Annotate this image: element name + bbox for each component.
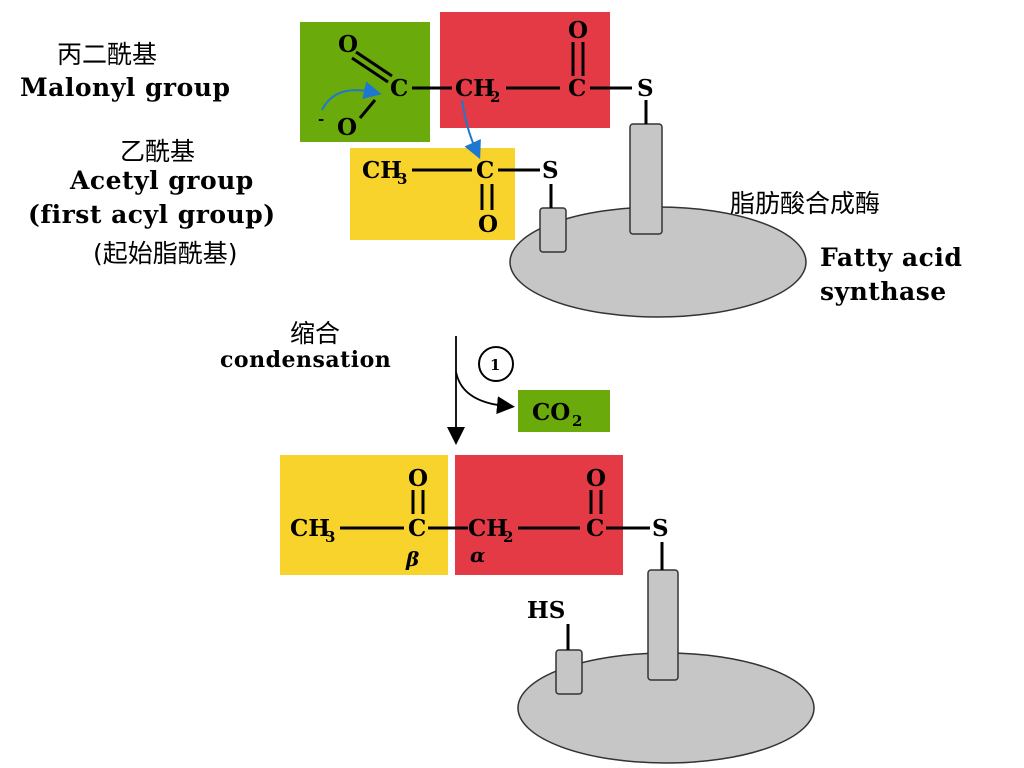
synthase-label-en-line1: Fatty acid <box>820 243 963 272</box>
free-thiol-hs: HS <box>527 597 565 624</box>
product-beta-carbon: C <box>408 515 426 542</box>
product-malonyl-box <box>455 455 623 575</box>
malonyl-oxygen-anion: O <box>337 114 357 141</box>
acetyl-carbon: C <box>476 157 494 184</box>
product-ch3: CH <box>290 515 330 542</box>
product-ch2-sub: 2 <box>503 528 513 546</box>
malonyl-carbon-3: C <box>568 75 586 102</box>
malonyl-ch2-sub: 2 <box>490 88 500 106</box>
malonyl-sulfur: S <box>637 75 654 102</box>
beta-label: β <box>405 547 419 571</box>
product-oxygen-thioester: O <box>586 465 606 492</box>
acetyl-sulfur: S <box>542 157 559 184</box>
malonyl-oxygen-2: O <box>568 17 588 44</box>
acetyl-structure: CH 3 C O S <box>362 157 559 238</box>
product-thioester-carbon: C <box>586 515 604 542</box>
acetyl-box <box>350 148 515 240</box>
product-sulfur: S <box>652 515 669 542</box>
alpha-label: α <box>470 543 485 567</box>
acetyl-ch3: CH <box>362 157 402 184</box>
fatty-acid-synthase-enzyme-top <box>509 123 807 318</box>
malonyl-ch2: CH <box>455 75 495 102</box>
first-acyl-label-en: (first acyl group) <box>28 200 276 229</box>
synthase-label-zh: 脂肪酸合成酶 <box>730 189 881 218</box>
malonyl-carbon-1: C <box>390 75 408 102</box>
malonyl-oxygen-top: O <box>338 31 358 58</box>
synthase-label-en-line2: synthase <box>820 277 947 306</box>
product-oxygen-beta: O <box>408 465 428 492</box>
acetyl-label-en: Acetyl group <box>70 166 254 195</box>
co2-sub: 2 <box>572 412 582 430</box>
co2-label: CO <box>532 399 570 426</box>
acetyl-label-zh: 乙酰基 <box>120 137 196 166</box>
electron-push-arrow-1 <box>321 81 382 111</box>
product-ch3-sub: 3 <box>325 528 335 546</box>
step-number: 1 <box>490 356 500 374</box>
condensation-arrow: 1 <box>447 336 515 445</box>
product-acetyl-box <box>280 455 448 575</box>
negative-charge: - <box>318 110 324 128</box>
condensation-label-zh: 缩合 <box>290 319 341 348</box>
fatty-acid-synthase-enzyme-bottom <box>517 569 815 764</box>
malonyl-label-zh: 丙二酰基 <box>57 40 158 69</box>
product-ch2: CH <box>468 515 508 542</box>
malonyl-structure: O C - O CH 2 O C S <box>318 17 654 160</box>
step-number-circle <box>478 346 514 382</box>
malonyl-label-en: Malonyl group <box>20 73 231 102</box>
acetoacetyl-structure: CH 3 O C β CH 2 α O C S HS <box>290 465 669 650</box>
acetyl-oxygen: O <box>478 211 498 238</box>
electron-push-arrow-2 <box>461 99 481 160</box>
acetyl-ch3-sub: 3 <box>397 170 407 188</box>
condensation-label-en: condensation <box>220 347 392 373</box>
co2-box <box>518 390 610 432</box>
first-acyl-label-zh: (起始脂酰基) <box>93 239 238 268</box>
